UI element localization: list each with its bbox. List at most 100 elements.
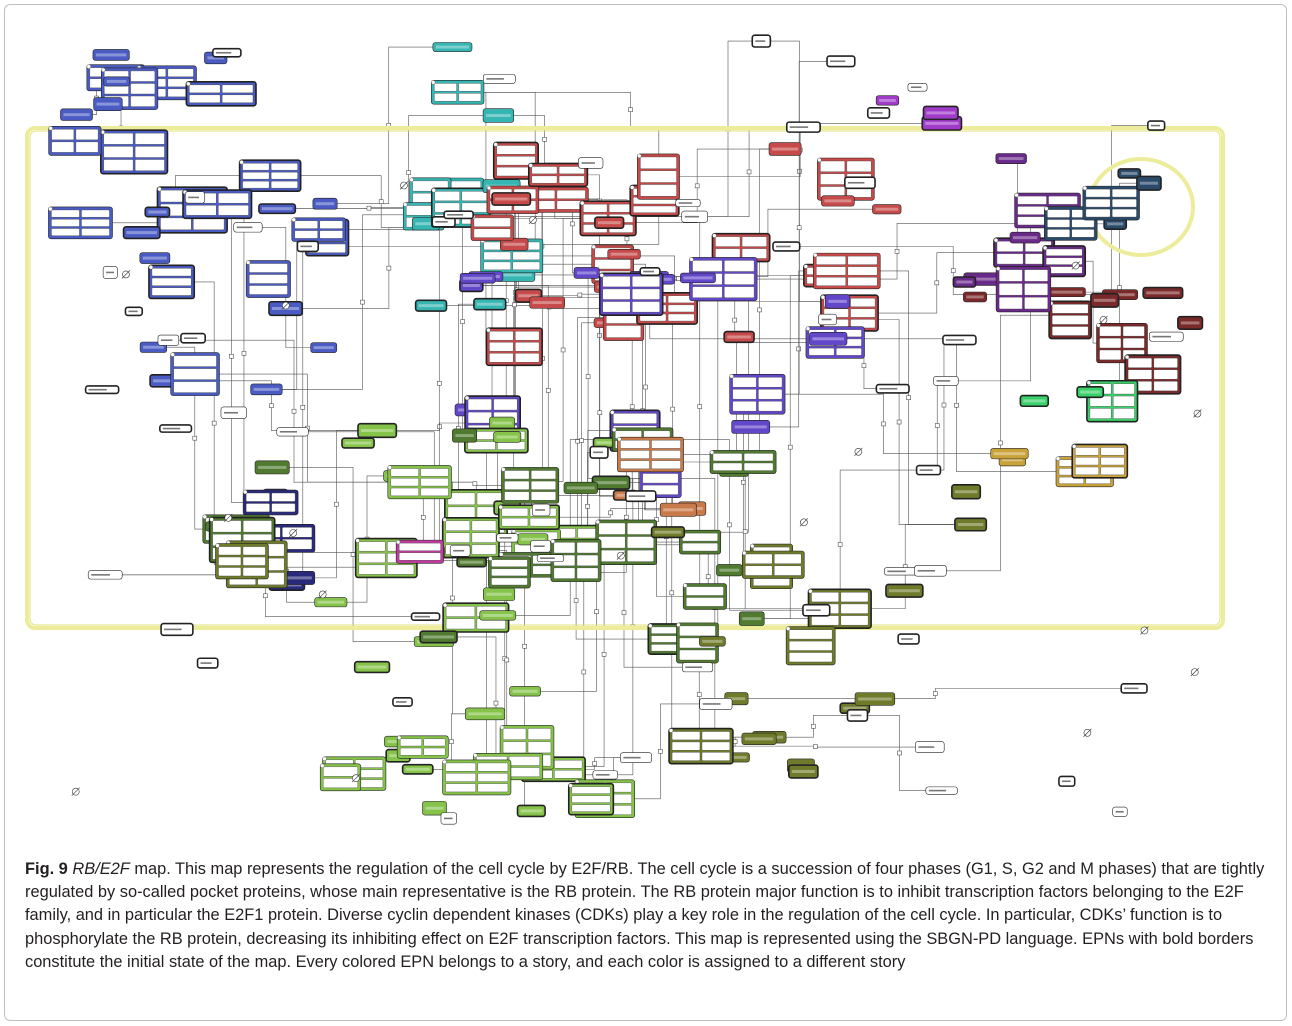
- node-label-area: [1124, 687, 1139, 690]
- node-label-area: [360, 429, 394, 433]
- story-node: [509, 686, 541, 697]
- sub-entity: [75, 129, 99, 141]
- node-label-area: [520, 809, 543, 813]
- story-node: [952, 276, 977, 288]
- node-label-area: [476, 302, 503, 306]
- story-node: [144, 206, 171, 218]
- sub-entity: [620, 439, 650, 449]
- node-label-area: [532, 301, 562, 305]
- process-node: [732, 317, 738, 323]
- node-label-area: [95, 53, 127, 57]
- process-node: [941, 402, 947, 408]
- macromolecule-node: [914, 565, 947, 577]
- sub-entity: [602, 288, 631, 300]
- sub-entity: [606, 325, 642, 338]
- node-label-area: [791, 770, 815, 774]
- sub-entity: [512, 251, 541, 261]
- story-node: [594, 216, 625, 230]
- node-label-area: [344, 441, 372, 445]
- process-node: [594, 609, 599, 614]
- process-node: [658, 749, 663, 754]
- sub-entity: [682, 542, 718, 552]
- node-label-area: [663, 508, 694, 512]
- sub-entity: [270, 171, 298, 180]
- sub-entity: [627, 549, 654, 562]
- complex-node: [550, 538, 602, 582]
- story-node: [1076, 385, 1105, 399]
- process-node: [796, 346, 801, 352]
- sub-entity: [512, 261, 541, 271]
- state-variable: [403, 202, 408, 207]
- process-node: [269, 403, 274, 408]
- sub-entity: [850, 308, 876, 318]
- node-label-area: [966, 295, 984, 299]
- source-sink-node: [1190, 667, 1199, 677]
- sub-entity: [788, 640, 833, 651]
- complex-node: [148, 264, 196, 300]
- sub-entity: [556, 189, 586, 199]
- sub-entity: [712, 453, 743, 462]
- sub-entity: [1058, 476, 1084, 484]
- process-node: [542, 137, 547, 142]
- complex-node: [99, 129, 169, 175]
- process-node: [597, 333, 602, 338]
- sub-entity: [134, 146, 165, 158]
- story-node: [922, 105, 959, 121]
- sub-entity: [434, 83, 457, 92]
- sub-entity: [679, 625, 716, 637]
- node-label-area: [879, 98, 896, 102]
- node-label-area: [499, 273, 532, 277]
- sub-entity: [554, 770, 583, 779]
- sub-entity: [245, 492, 270, 502]
- node-label-area: [106, 271, 114, 274]
- source-sink-node: [1140, 626, 1149, 635]
- sub-entity: [576, 554, 599, 567]
- sub-entity: [248, 263, 288, 273]
- process-node: [670, 406, 675, 412]
- process-node: [696, 692, 702, 697]
- node-label-area: [926, 111, 956, 115]
- macromolecule-node: [212, 47, 242, 58]
- state-variable: [995, 266, 1001, 271]
- sub-entity: [1047, 219, 1070, 228]
- complex-node: [785, 626, 836, 666]
- story-node: [310, 342, 338, 353]
- sub-entity: [130, 70, 156, 82]
- macromolecule-node: [675, 198, 701, 208]
- story-node: [854, 692, 896, 706]
- node-label-area: [482, 613, 513, 617]
- sub-entity: [1100, 457, 1125, 466]
- sub-entity: [1051, 326, 1089, 336]
- sub-entity: [1122, 326, 1145, 337]
- sub-entity: [1127, 357, 1153, 368]
- state-variable: [486, 327, 491, 333]
- sub-entity: [1071, 229, 1095, 238]
- state-variable: [729, 374, 734, 379]
- complex-node: [395, 539, 444, 564]
- node-label-area: [593, 451, 603, 454]
- sub-entity: [811, 615, 839, 626]
- story-node: [995, 153, 1027, 164]
- sub-entity: [1075, 466, 1099, 476]
- sub-entity: [218, 192, 249, 204]
- sub-entity: [571, 786, 611, 794]
- source-sink-node: [399, 181, 409, 190]
- node-label-area: [492, 421, 512, 425]
- story-node: [139, 252, 171, 264]
- node-label-area: [106, 79, 127, 83]
- node-label-area: [966, 277, 999, 281]
- macromolecule-node: [180, 332, 206, 344]
- node-label-area: [812, 337, 844, 341]
- node-label-area: [91, 574, 110, 576]
- complex-node: [492, 141, 540, 180]
- node-label-area: [496, 435, 518, 439]
- node-label-area: [918, 746, 935, 748]
- sub-entity: [502, 728, 527, 740]
- sub-entity: [489, 342, 514, 352]
- sub-entity: [398, 552, 441, 561]
- sub-entity: [692, 260, 723, 272]
- node-label-area: [142, 256, 167, 260]
- node-label-area: [925, 121, 959, 125]
- sub-entity: [51, 141, 75, 153]
- state-variable: [1096, 323, 1101, 328]
